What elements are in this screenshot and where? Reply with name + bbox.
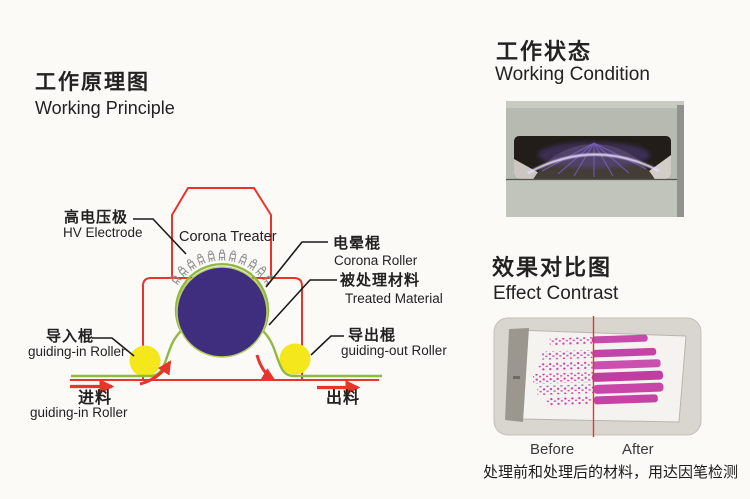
corona-roller-circle: [176, 266, 268, 358]
guiding-in-callout: [92, 337, 135, 357]
treated-material-label-zh: 被处理材料: [340, 272, 421, 289]
corona-roller-label-zh: 电晕棍: [333, 235, 382, 252]
page-title-en: Working Principle: [35, 98, 175, 118]
hv-electrode-label-zh: 高电压极: [64, 209, 129, 226]
page-title-zh: 工作原理图: [35, 71, 150, 94]
tray-clip: [505, 328, 529, 422]
web-up-arrow: [139, 360, 172, 386]
guiding-in-label-en: guiding-in Roller: [28, 344, 126, 359]
treated-material-label-en: Treated Material: [345, 291, 443, 306]
dyne-pen-strokes: [532, 334, 664, 406]
flow-arrows: [70, 354, 361, 395]
before-label: Before: [530, 441, 575, 458]
contrast-caption: 处理前和处理后的材料，用达因笔检测: [483, 464, 739, 481]
corona-roller-callout: [265, 241, 328, 288]
after-strokes: [591, 334, 664, 405]
treater-label: Corona Treater: [179, 229, 277, 245]
after-label: After: [622, 441, 654, 458]
treated-material-callout: [268, 279, 337, 326]
treater-hood: [171, 187, 272, 278]
working-condition-title-en: Working Condition: [495, 64, 650, 85]
working-condition-photo: [506, 101, 684, 217]
electrode-icons: [170, 249, 274, 286]
before-strokes: [532, 337, 594, 406]
guiding-out-label-en: guiding-out Roller: [341, 343, 447, 358]
effect-contrast-title-zh: 效果对比图: [492, 255, 613, 280]
corona-roller-label-en: Corona Roller: [334, 253, 418, 268]
feed-out-label-zh: 出料: [326, 390, 361, 407]
feed-in-label-zh: 进料: [78, 390, 113, 407]
effect-contrast-photo: [493, 316, 708, 437]
callout-lines: [92, 218, 344, 357]
effect-contrast-title-en: Effect Contrast: [493, 283, 619, 304]
guide-roller-out: [279, 343, 311, 375]
working-condition-title-zh: 工作状态: [496, 39, 593, 64]
web-down-arrow: [255, 354, 276, 382]
guiding-out-label-zh: 导出棍: [348, 327, 397, 344]
guide-roller-in: [129, 345, 161, 377]
hv-electrode-label-en: HV Electrode: [63, 225, 143, 240]
feed-in-label-en: guiding-in Roller: [30, 405, 128, 420]
hv-electrode-callout: [133, 218, 187, 255]
guiding-out-callout: [310, 335, 344, 356]
guiding-in-label-zh: 导入棍: [46, 328, 95, 345]
material-web-line: [71, 262, 382, 378]
